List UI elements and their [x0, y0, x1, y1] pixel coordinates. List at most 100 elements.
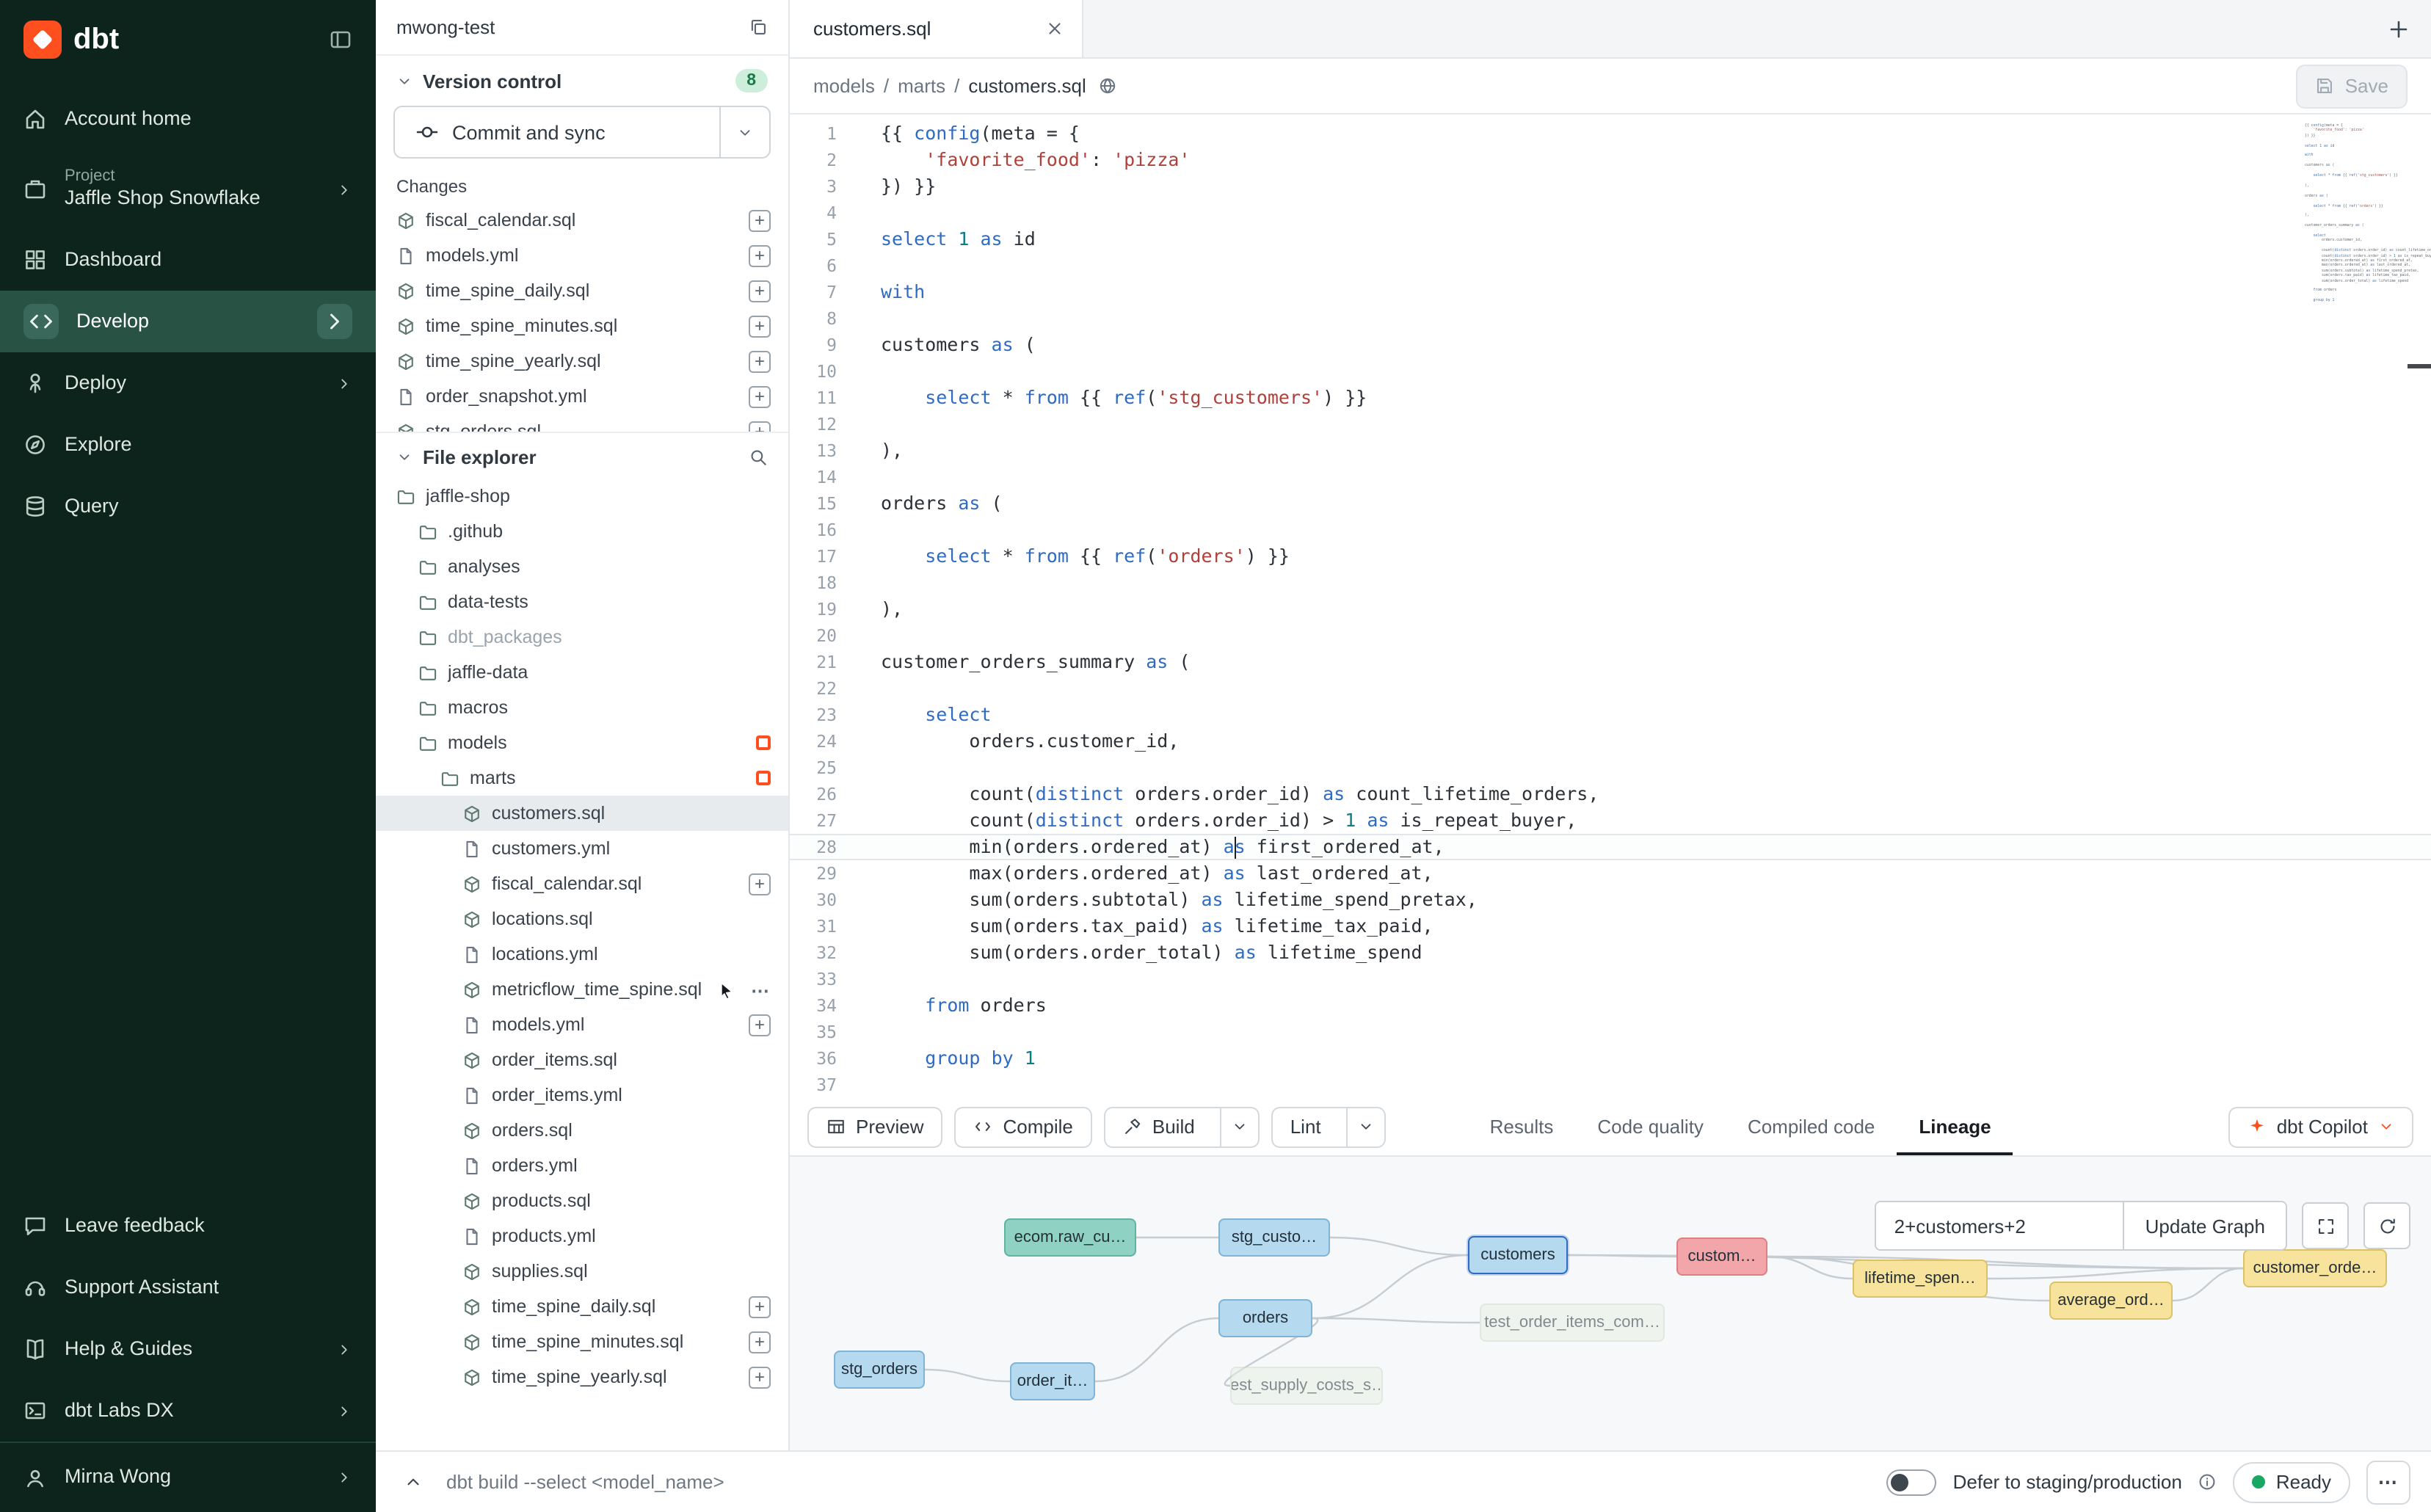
- save-button[interactable]: Save: [2297, 64, 2408, 108]
- file-options-button[interactable]: ⋯: [751, 978, 771, 1000]
- code-line-14[interactable]: 14: [790, 464, 2431, 490]
- code-line-25[interactable]: 25: [790, 755, 2431, 781]
- expand-command-bar-button[interactable]: [396, 1466, 429, 1498]
- code-line-24[interactable]: 24 orders.customer_id,: [790, 728, 2431, 755]
- code-line-6[interactable]: 6: [790, 252, 2431, 279]
- build-options-button[interactable]: [1220, 1108, 1258, 1146]
- collapse-sidebar-icon[interactable]: [329, 28, 352, 51]
- code-line-7[interactable]: 7with: [790, 279, 2431, 305]
- command-text[interactable]: dbt build --select <model_name>: [446, 1471, 724, 1493]
- change-row-models.yml[interactable]: models.yml+: [376, 238, 788, 273]
- tree-item-customers.sql[interactable]: customers.sql: [376, 796, 788, 831]
- sidebar-item-explore[interactable]: Explore: [0, 414, 376, 476]
- code-line-36[interactable]: 36 group by 1: [790, 1045, 2431, 1072]
- code-line-32[interactable]: 32 sum(orders.order_total) as lifetime_s…: [790, 939, 2431, 966]
- stage-file-button[interactable]: +: [749, 385, 771, 407]
- lineage-node-ecom-raw[interactable]: ecom.raw_cu…: [1004, 1218, 1136, 1257]
- tab-customers-sql[interactable]: customers.sql: [790, 0, 1083, 57]
- tree-item-supplies.sql[interactable]: supplies.sql: [376, 1254, 788, 1289]
- lint-options-button[interactable]: [1346, 1108, 1384, 1146]
- code-line-8[interactable]: 8: [790, 305, 2431, 332]
- tree-item-dbt_packages[interactable]: dbt_packages: [376, 619, 788, 655]
- tree-item-.github[interactable]: .github: [376, 514, 788, 549]
- scrollbar-thumb[interactable]: [2408, 364, 2431, 368]
- code-line-2[interactable]: 2 'favorite_food': 'pizza': [790, 147, 2431, 173]
- code-line-27[interactable]: 27 count(distinct orders.order_id) > 1 a…: [790, 807, 2431, 834]
- stage-file-button[interactable]: +: [749, 350, 771, 372]
- change-row-order_snapshot.yml[interactable]: order_snapshot.yml+: [376, 379, 788, 414]
- tree-item-products.sql[interactable]: products.sql: [376, 1183, 788, 1218]
- sidebar-item-develop[interactable]: Develop: [0, 291, 376, 352]
- code-line-3[interactable]: 3}) }}: [790, 173, 2431, 200]
- code-line-30[interactable]: 30 sum(orders.subtotal) as lifetime_spen…: [790, 887, 2431, 913]
- tree-item-time_spine_yearly.sql[interactable]: time_spine_yearly.sql+: [376, 1359, 788, 1395]
- code-line-5[interactable]: 5select 1 as id: [790, 226, 2431, 252]
- code-line-16[interactable]: 16: [790, 517, 2431, 543]
- sidebar-item-help-guides[interactable]: Help & Guides: [0, 1318, 376, 1380]
- tree-item-time_spine_minutes.sql[interactable]: time_spine_minutes.sql+: [376, 1324, 788, 1359]
- sidebar-item-support-assistant[interactable]: Support Assistant: [0, 1257, 376, 1318]
- code-line-21[interactable]: 21customer_orders_summary as (: [790, 649, 2431, 675]
- code-line-31[interactable]: 31 sum(orders.tax_paid) as lifetime_tax_…: [790, 913, 2431, 939]
- sidebar-item-user[interactable]: Mirna Wong: [0, 1442, 376, 1512]
- stage-file-button[interactable]: +: [749, 280, 771, 302]
- code-line-4[interactable]: 4: [790, 200, 2431, 226]
- preview-button[interactable]: Preview: [807, 1106, 943, 1147]
- tree-item-customers.yml[interactable]: customers.yml: [376, 831, 788, 866]
- change-row-time_spine_yearly.sql[interactable]: time_spine_yearly.sql+: [376, 344, 788, 379]
- tree-item-orders.sql[interactable]: orders.sql: [376, 1113, 788, 1148]
- lineage-node-orders[interactable]: orders: [1218, 1299, 1312, 1337]
- sidebar-item-deploy[interactable]: Deploy: [0, 352, 376, 414]
- build-button[interactable]: Build: [1104, 1106, 1260, 1147]
- commit-and-sync-button[interactable]: Commit and sync: [393, 106, 771, 159]
- code-line-33[interactable]: 33: [790, 966, 2431, 992]
- breadcrumb-segment[interactable]: models: [813, 75, 875, 97]
- code-line-37[interactable]: 37: [790, 1072, 2431, 1098]
- tree-item-locations.yml[interactable]: locations.yml: [376, 937, 788, 972]
- change-row-time_spine_minutes.sql[interactable]: time_spine_minutes.sql+: [376, 308, 788, 344]
- code-line-19[interactable]: 19),: [790, 596, 2431, 622]
- compile-button[interactable]: Compile: [955, 1106, 1092, 1147]
- tree-item-metricflow_time_spine.sql[interactable]: metricflow_time_spine.sql⋯: [376, 972, 788, 1007]
- stage-file-button[interactable]: +: [749, 315, 771, 337]
- close-tab-icon[interactable]: [1045, 19, 1064, 38]
- dbt-copilot-button[interactable]: dbt Copilot: [2228, 1106, 2413, 1147]
- stage-file-button[interactable]: +: [749, 421, 771, 432]
- change-row-time_spine_daily.sql[interactable]: time_spine_daily.sql+: [376, 273, 788, 308]
- stage-file-button[interactable]: +: [749, 244, 771, 266]
- code-line-9[interactable]: 9customers as (: [790, 332, 2431, 358]
- stage-file-button[interactable]: +: [749, 873, 771, 895]
- lineage-search-input[interactable]: [1877, 1202, 2123, 1249]
- file-explorer-header[interactable]: File explorer: [376, 433, 788, 479]
- commit-options-button[interactable]: [719, 107, 769, 157]
- code-line-13[interactable]: 13),: [790, 437, 2431, 464]
- breadcrumb-segment[interactable]: customers.sql: [968, 75, 1086, 97]
- dbt-logo[interactable]: dbt: [23, 21, 119, 59]
- update-graph-button[interactable]: Update Graph: [2123, 1202, 2286, 1249]
- tree-item-jaffle-shop[interactable]: jaffle-shop: [376, 479, 788, 514]
- sidebar-item-dashboard[interactable]: Dashboard: [0, 229, 376, 291]
- code-line-15[interactable]: 15orders as (: [790, 490, 2431, 517]
- stage-file-button[interactable]: +: [749, 1331, 771, 1353]
- sidebar-item-project[interactable]: ProjectJaffle Shop Snowflake: [0, 150, 376, 229]
- tab-results[interactable]: Results: [1468, 1098, 1576, 1155]
- lint-button[interactable]: Lint: [1271, 1106, 1386, 1147]
- defer-toggle[interactable]: [1887, 1469, 1937, 1495]
- stage-file-button[interactable]: +: [749, 1014, 771, 1036]
- version-control-header[interactable]: Version control 8: [376, 56, 788, 103]
- tree-item-locations.sql[interactable]: locations.sql: [376, 901, 788, 937]
- sidebar-item-account-home[interactable]: Account home: [0, 88, 376, 150]
- change-row-stg_orders.sql[interactable]: stg_orders.sql+: [376, 414, 788, 432]
- ready-status[interactable]: Ready: [2234, 1461, 2350, 1502]
- stage-file-button[interactable]: +: [749, 209, 771, 231]
- tree-item-models.yml[interactable]: models.yml+: [376, 1007, 788, 1042]
- tab-compiled-code[interactable]: Compiled code: [1726, 1098, 1897, 1155]
- code-line-12[interactable]: 12: [790, 411, 2431, 437]
- sidebar-item-dbt-labs-dx[interactable]: dbt Labs DX: [0, 1380, 376, 1442]
- info-icon[interactable]: [2198, 1472, 2217, 1491]
- new-tab-button[interactable]: [2366, 0, 2431, 57]
- tree-item-order_items.yml[interactable]: order_items.yml: [376, 1077, 788, 1113]
- lineage-node-customer-orders[interactable]: customer_orde…: [2243, 1249, 2387, 1287]
- tab-lineage[interactable]: Lineage: [1897, 1098, 2013, 1155]
- lineage-node-customers-exp[interactable]: custom…: [1676, 1237, 1767, 1276]
